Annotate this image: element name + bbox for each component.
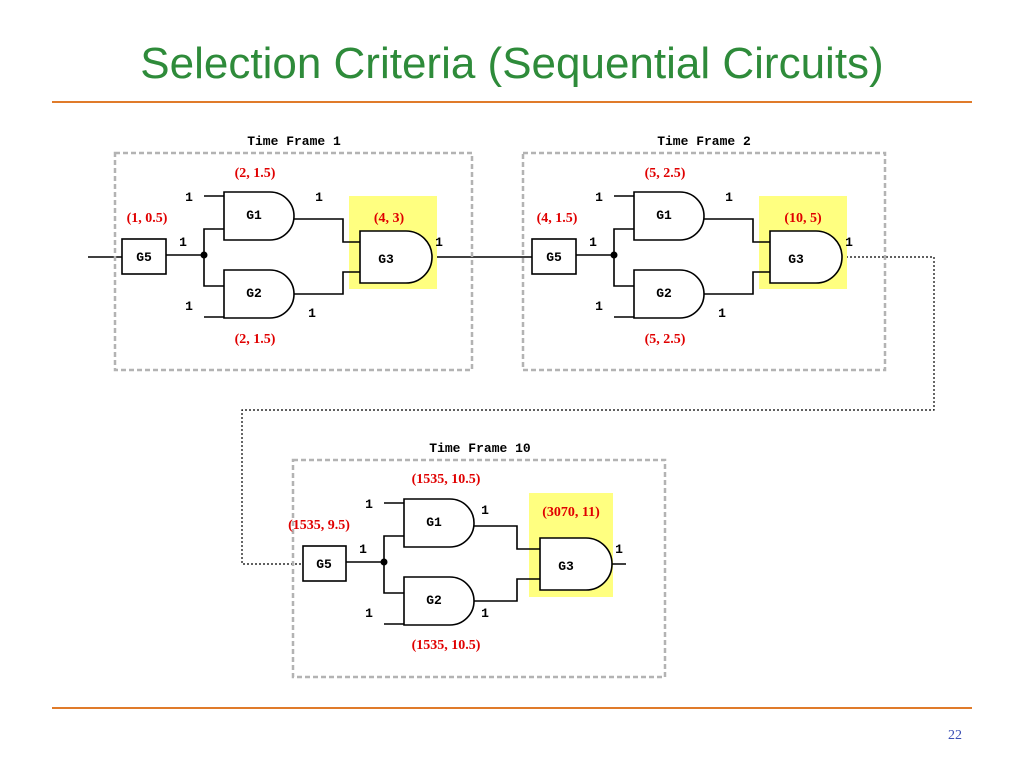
g3-label: G3 (558, 559, 574, 574)
g5-box (531, 238, 577, 275)
g1-output-value: 1 (315, 190, 323, 205)
time-frame-1: Time Frame 1 G5 G1 G2 G3 1 1 1 1 1 1 (2,… (113, 134, 474, 372)
g2-output-value: 1 (718, 306, 726, 321)
g1-measure: (2, 1.5) (235, 166, 276, 181)
frame-border (521, 151, 887, 372)
g2-input-value: 1 (595, 299, 603, 314)
g1-input-value: 1 (595, 190, 603, 205)
g1-input-value: 1 (185, 190, 193, 205)
g2-measure: (2, 1.5) (235, 332, 276, 347)
g5-label: G5 (546, 250, 562, 265)
g3-and-gate (539, 537, 613, 591)
g3-label: G3 (788, 252, 804, 267)
page-number: 22 (948, 728, 962, 743)
g1-output-value: 1 (481, 503, 489, 518)
g3-output-value: 1 (615, 542, 623, 557)
g2-and-gate (403, 576, 475, 626)
g2-output-value: 1 (308, 306, 316, 321)
g3-measure: (3070, 11) (542, 505, 600, 520)
junction-dot (610, 251, 618, 259)
g2-measure: (5, 2.5) (645, 332, 686, 347)
g1-output-value: 1 (725, 190, 733, 205)
g5-box (121, 238, 167, 275)
g5-output-value: 1 (589, 235, 597, 250)
g1-label: G1 (426, 515, 442, 530)
bottom-rule (52, 707, 972, 709)
g1-label: G1 (246, 208, 262, 223)
g3-measure: (10, 5) (784, 211, 822, 226)
g5-measure: (4, 1.5) (537, 211, 578, 226)
g3-measure: (4, 3) (374, 211, 405, 226)
frame-border (113, 151, 474, 372)
time-frame-10: Time Frame 10 G5 G1 G2 G3 1 1 1 1 1 1 (1… (288, 441, 667, 679)
g5-output-value: 1 (179, 235, 187, 250)
g2-label: G2 (246, 286, 262, 301)
g1-and-gate (223, 191, 295, 241)
g3-label: G3 (378, 252, 394, 267)
g3-output-value: 1 (435, 235, 443, 250)
g5-box (302, 545, 347, 582)
g3-output-value: 1 (845, 235, 853, 250)
top-rule (52, 101, 972, 103)
g2-label: G2 (656, 286, 672, 301)
frame-label: Time Frame 10 (429, 441, 531, 456)
g5-label: G5 (136, 250, 152, 265)
g1-label: G1 (656, 208, 672, 223)
frame-label: Time Frame 1 (247, 134, 341, 149)
g5-label: G5 (316, 557, 332, 572)
slide-title: Selection Criteria (Sequential Circuits) (140, 39, 884, 88)
g2-input-value: 1 (185, 299, 193, 314)
g2-and-gate (633, 269, 705, 319)
g2-input-value: 1 (365, 606, 373, 621)
junction-dot (380, 558, 388, 566)
g1-input-value: 1 (365, 497, 373, 512)
g5-output-value: 1 (359, 542, 367, 557)
g5-measure: (1, 0.5) (127, 211, 168, 226)
g2-and-gate (223, 269, 295, 319)
g2-measure: (1535, 10.5) (412, 638, 481, 653)
g3-and-gate (359, 230, 433, 284)
g5-measure: (1535, 9.5) (288, 518, 350, 533)
g2-label: G2 (426, 593, 442, 608)
g1-measure: (1535, 10.5) (412, 472, 481, 487)
time-frame-2: Time Frame 2 G5 G1 G2 G3 1 1 1 1 1 1 (5,… (521, 134, 887, 372)
g1-and-gate (633, 191, 705, 241)
g1-and-gate (403, 498, 475, 548)
g3-and-gate (769, 230, 843, 284)
g2-output-value: 1 (481, 606, 489, 621)
frame-border (291, 458, 667, 679)
frame2-to-frame10-link (241, 256, 935, 565)
g1-measure: (5, 2.5) (645, 166, 686, 181)
junction-dot (200, 251, 208, 259)
frame-label: Time Frame 2 (657, 134, 751, 149)
